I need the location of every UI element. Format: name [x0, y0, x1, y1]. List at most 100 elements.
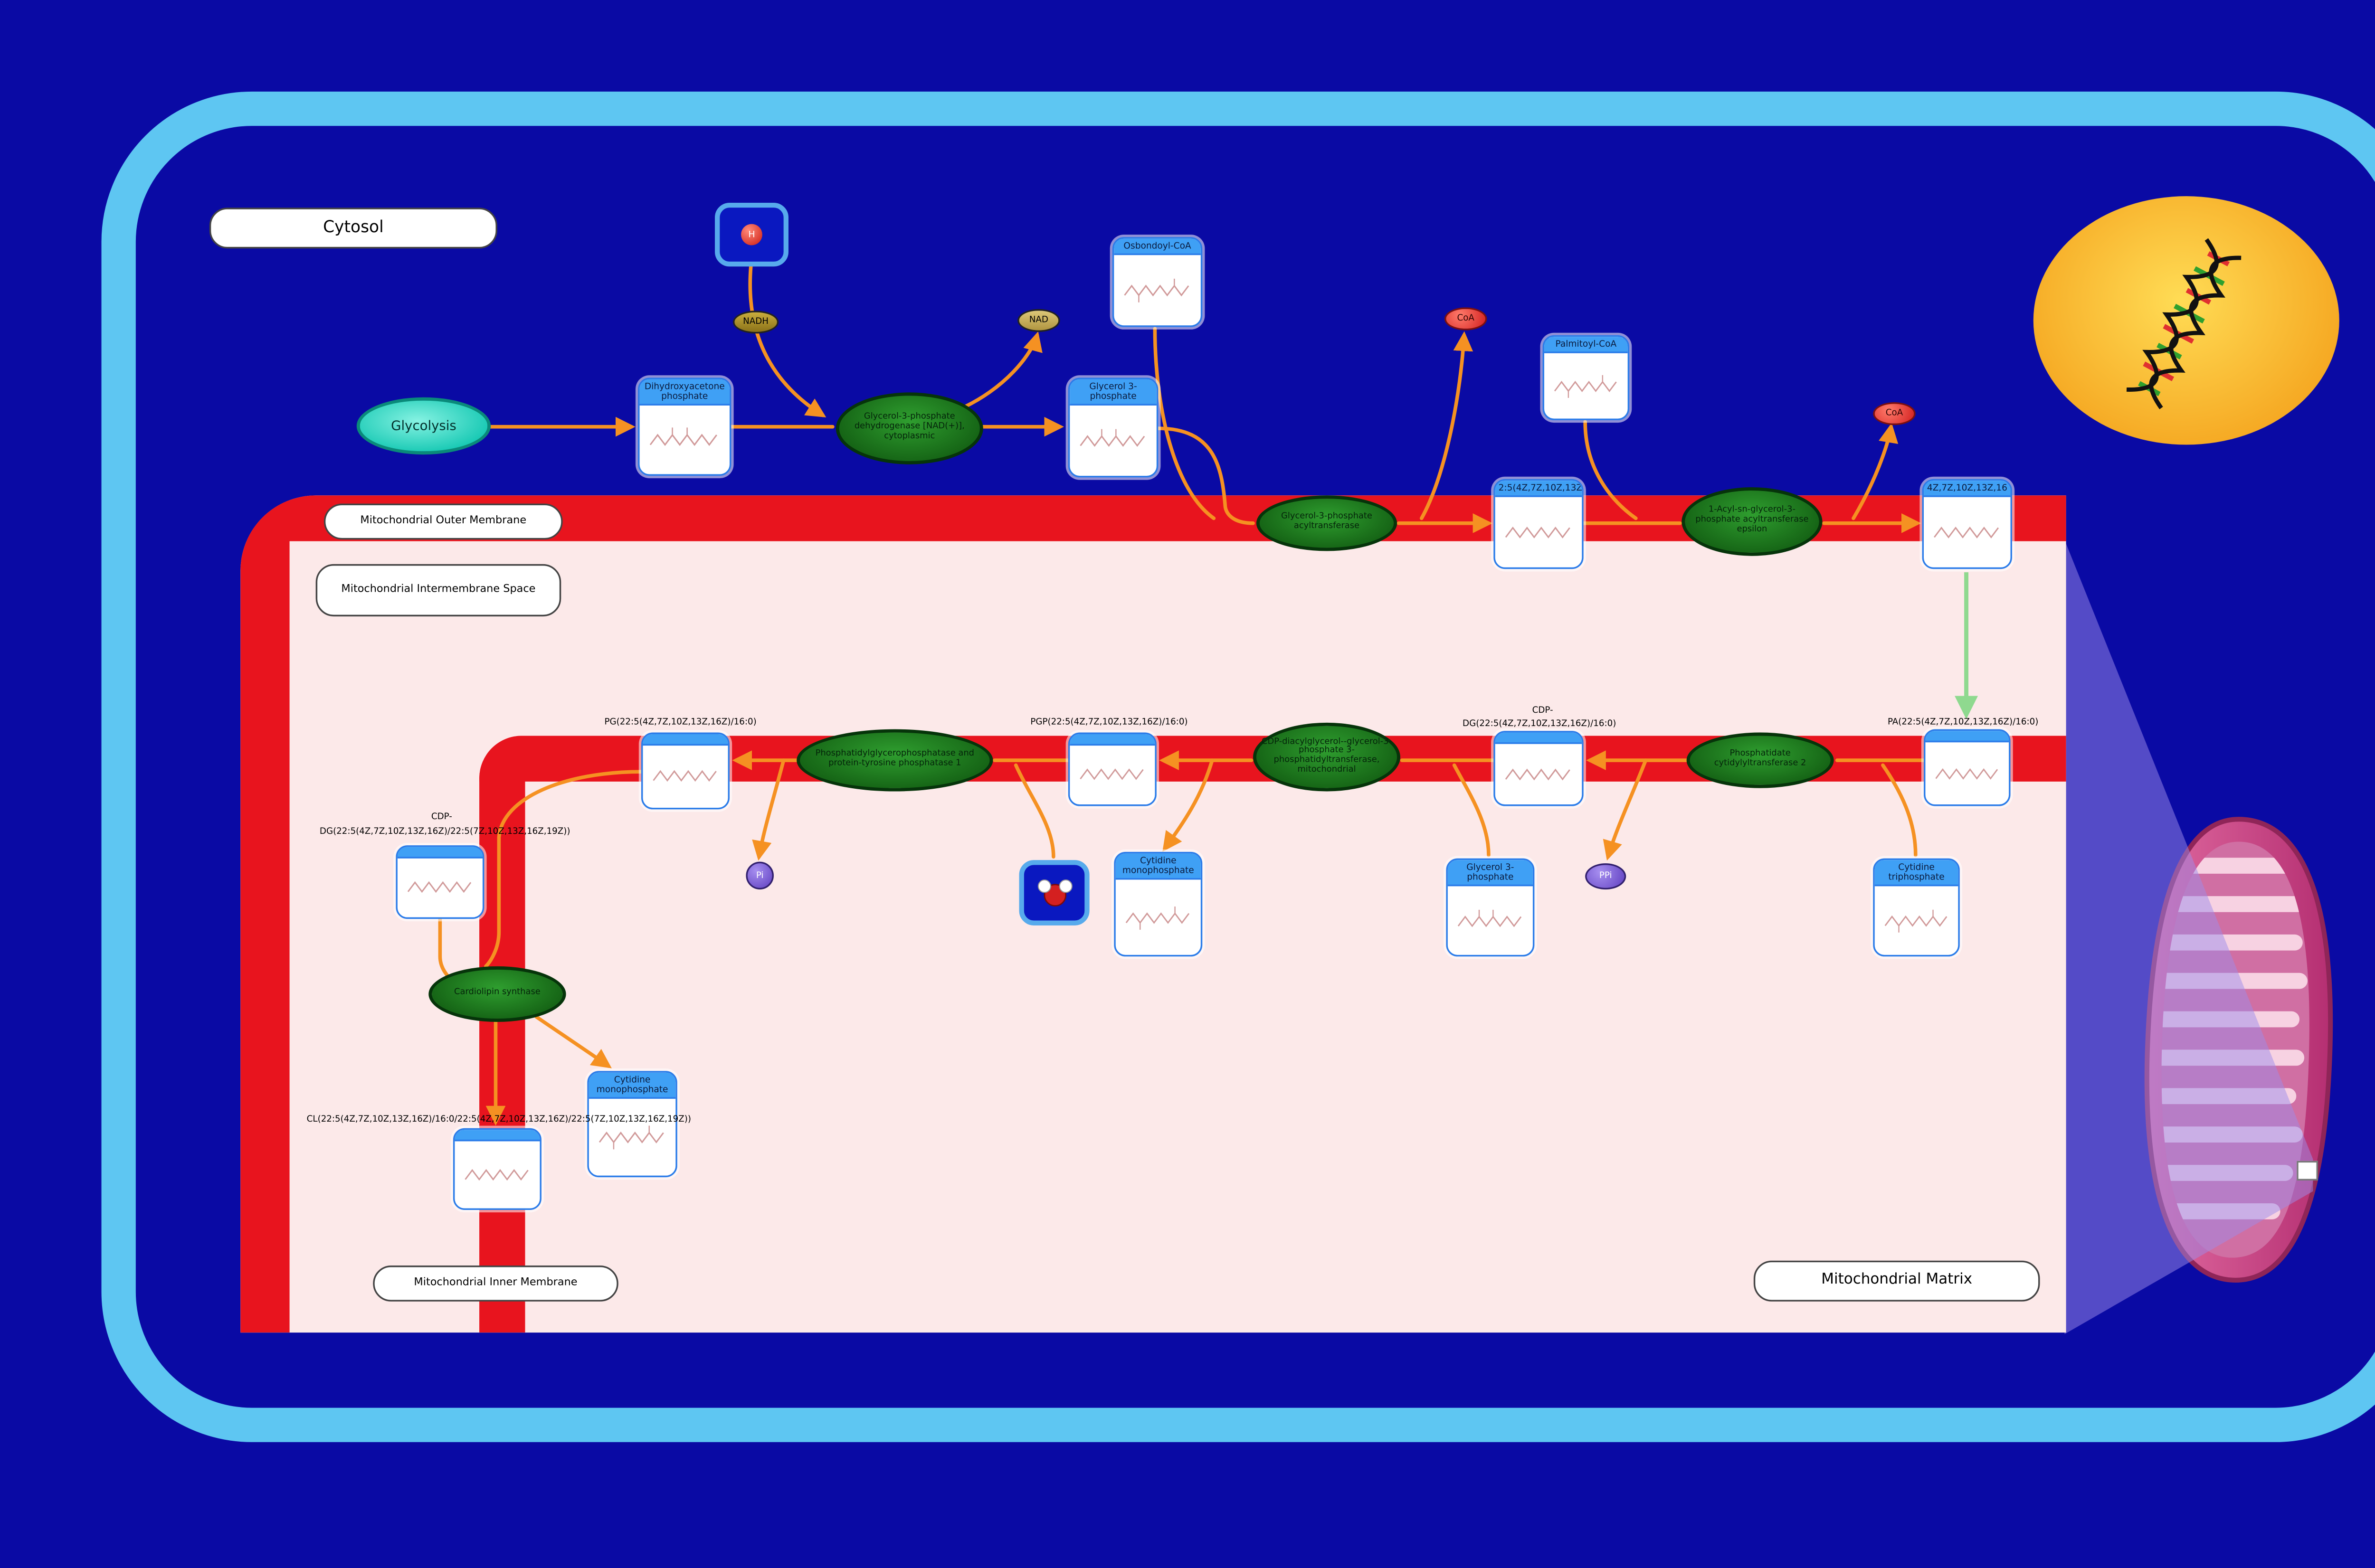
node-pi[interactable]: Pi [746, 861, 774, 890]
ppi-label: PPi [1599, 871, 1612, 881]
node-cdp-dg-ims[interactable] [396, 845, 484, 919]
pathway-glycolysis[interactable]: Glycolysis [356, 397, 491, 455]
dna-icon [2126, 238, 2242, 409]
node-cmp-ims[interactable]: Cytidine monophosphate [587, 1071, 677, 1178]
node-pgp[interactable] [1068, 732, 1157, 806]
label-cardiolipin: CL(22:5(4Z,7Z,10Z,13Z,16Z)/16:0/22:5(4Z,… [306, 1115, 692, 1125]
node-g3p-matrix-label: Glycerol 3-phosphate [1447, 860, 1533, 887]
node-glycerol-3-phosphate-cytosol[interactable]: Glycerol 3-phosphate [1068, 378, 1159, 478]
pi-label: Pi [756, 870, 764, 881]
node-nadh[interactable]: NADH [732, 311, 779, 334]
node-dhap-label: Dihydroxyacetone phosphate [639, 379, 730, 406]
chemical-structure [1933, 526, 1999, 538]
node-dhap[interactable]: Dihydroxyacetone phosphate [638, 378, 732, 476]
node-pg[interactable] [641, 732, 730, 810]
chemical-structure [1884, 909, 1947, 932]
enzyme-gpat-label: Glycerol-3-phosphate acyltransferase [1281, 512, 1372, 532]
node-ctp[interactable]: Cytidine triphosphate [1873, 858, 1960, 957]
enzyme-crls1[interactable]: Cardiolipin synthase [428, 966, 566, 1022]
node-pa-matrix[interactable] [1924, 729, 2011, 806]
node-ctp-label: Cytidine triphosphate [1874, 860, 1958, 887]
label-cdp-dg-matrix: DG(22:5(4Z,7Z,10Z,13Z,16Z)/16:0) [1463, 719, 1616, 729]
enzyme-ptpmt1-label: Phosphatidylglycerophosphatase and prote… [815, 749, 975, 769]
node-pg-strip [643, 734, 728, 746]
node-osbondoyl-coa[interactable]: Osbondoyl-CoA [1112, 237, 1203, 327]
proton-icon[interactable]: H [714, 202, 788, 267]
node-pa-outer-membrane[interactable]: 4Z,7Z,10Z,13Z,16 [1922, 479, 2012, 569]
label-cytosol-text: Cytosol [323, 218, 384, 237]
label-inner-membrane: Mitochondrial Inner Membrane [373, 1266, 618, 1302]
pathway-glycolysis-label: Glycolysis [391, 418, 456, 434]
node-cmp-matrix-label: Cytidine monophosphate [1115, 853, 1201, 880]
label-outer-membrane-text: Mitochondrial Outer Membrane [360, 514, 527, 527]
chemical-structure [1457, 909, 1521, 926]
enzyme-agpat-label: 1-Acyl-sn-glycerol-3-phosphate acyltrans… [1695, 506, 1809, 535]
label-cdp-dg-ims-prefix: CDP- [431, 812, 452, 822]
chemical-structure [407, 882, 471, 894]
nad-label: NAD [1029, 315, 1048, 326]
label-matrix-text: Mitochondrial Matrix [1821, 1272, 1973, 1289]
chemical-structure [1504, 768, 1570, 780]
node-cardiolipin[interactable] [453, 1128, 542, 1210]
proton-label: H [748, 229, 755, 240]
enzyme-cds2[interactable]: Phosphatidate cytidylyltransferase 2 [1686, 732, 1834, 788]
chemical-structure [652, 771, 716, 783]
node-osbondoyl-coa-label: Osbondoyl-CoA [1114, 238, 1201, 255]
node-coa-2[interactable]: CoA [1873, 402, 1916, 425]
chemical-structure [1553, 374, 1616, 397]
label-pg: PG(22:5(4Z,7Z,10Z,13Z,16Z)/16:0) [604, 718, 757, 728]
chemical-structure [598, 1125, 664, 1149]
enzyme-gpd1[interactable]: Glycerol-3-phosphate dehydrogenase [NAD(… [836, 392, 983, 464]
node-cdp-dg-ims-strip [397, 847, 483, 859]
chemical-structure [1079, 429, 1145, 447]
enzyme-cds2-label: Phosphatidate cytidylyltransferase 2 [1714, 749, 1806, 769]
node-pa-outer-label: 4Z,7Z,10Z,13Z,16 [1924, 481, 2011, 497]
node-glycerol-3-phosphate-matrix[interactable]: Glycerol 3-phosphate [1446, 858, 1535, 957]
chemical-structure [649, 427, 717, 446]
enzyme-ptpmt1[interactable]: Phosphatidylglycerophosphatase and prote… [797, 729, 993, 792]
label-cdp-dg-ims: DG(22:5(4Z,7Z,10Z,13Z,16Z)/22:5(7Z,10Z,1… [319, 827, 570, 837]
label-outer-membrane: Mitochondrial Outer Membrane [323, 503, 563, 540]
label-matrix: Mitochondrial Matrix [1753, 1260, 2040, 1302]
enzyme-gpat[interactable]: Glycerol-3-phosphate acyltransferase [1256, 495, 1397, 551]
water-icon[interactable] [1019, 860, 1090, 926]
chemical-structure [1079, 769, 1143, 781]
zoom-target-square [2297, 1161, 2318, 1181]
node-nad[interactable]: NAD [1017, 309, 1060, 332]
label-pgp: PGP(22:5(4Z,7Z,10Z,13Z,16Z)/16:0) [1030, 718, 1188, 728]
coa-1-label: CoA [1457, 314, 1474, 324]
nadh-label: NADH [743, 317, 769, 327]
node-palmitoyl-coa[interactable]: Palmitoyl-CoA [1542, 335, 1630, 420]
outer-membrane-band-left [240, 495, 290, 1333]
node-pa-matrix-strip [1925, 731, 2009, 743]
chemical-structure [1123, 278, 1189, 302]
node-g3p-cytosol-label: Glycerol 3-phosphate [1070, 379, 1157, 406]
enzyme-agpat[interactable]: 1-Acyl-sn-glycerol-3-phosphate acyltrans… [1682, 487, 1823, 556]
node-lpa[interactable]: 2:5(4Z,7Z,10Z,13Z [1493, 479, 1584, 569]
label-inner-membrane-text: Mitochondrial Inner Membrane [414, 1275, 578, 1289]
label-intermembrane-space: Mitochondrial Intermembrane Space [315, 564, 561, 617]
enzyme-pgs1[interactable]: CDP-diacylglycerol--glycerol-3-phosphate… [1253, 722, 1400, 792]
inner-membrane-band-vertical [479, 736, 525, 1333]
label-intermembrane-space-text: Mitochondrial Intermembrane Space [341, 582, 536, 596]
enzyme-pgs1-label: CDP-diacylglycerol--glycerol-3-phosphate… [1262, 737, 1392, 775]
nucleus [2033, 196, 2339, 445]
node-cmp-ims-label: Cytidine monophosphate [589, 1072, 676, 1099]
node-palmitoyl-coa-label: Palmitoyl-CoA [1544, 337, 1628, 353]
chemical-structure [464, 1169, 528, 1181]
node-cdp-dg-matrix-strip [1495, 732, 1582, 744]
chemical-structure [1504, 526, 1570, 538]
node-coa-1[interactable]: CoA [1444, 307, 1487, 331]
node-cmp-matrix[interactable]: Cytidine monophosphate [1114, 851, 1203, 957]
proton-ball: H [741, 224, 762, 246]
node-cdp-dg-matrix[interactable] [1493, 731, 1584, 806]
label-cdp-dg-matrix-prefix: CDP- [1532, 706, 1553, 717]
chemical-structure [1934, 767, 1997, 779]
node-ppi[interactable]: PPi [1585, 863, 1626, 890]
chemical-structure [1125, 906, 1189, 929]
label-pa-matrix: PA(22:5(4Z,7Z,10Z,13Z,16Z)/16:0) [1887, 718, 2039, 728]
node-lpa-label: 2:5(4Z,7Z,10Z,13Z [1495, 481, 1582, 497]
coa-2-label: CoA [1885, 408, 1903, 419]
node-cardiolipin-strip [455, 1130, 540, 1142]
